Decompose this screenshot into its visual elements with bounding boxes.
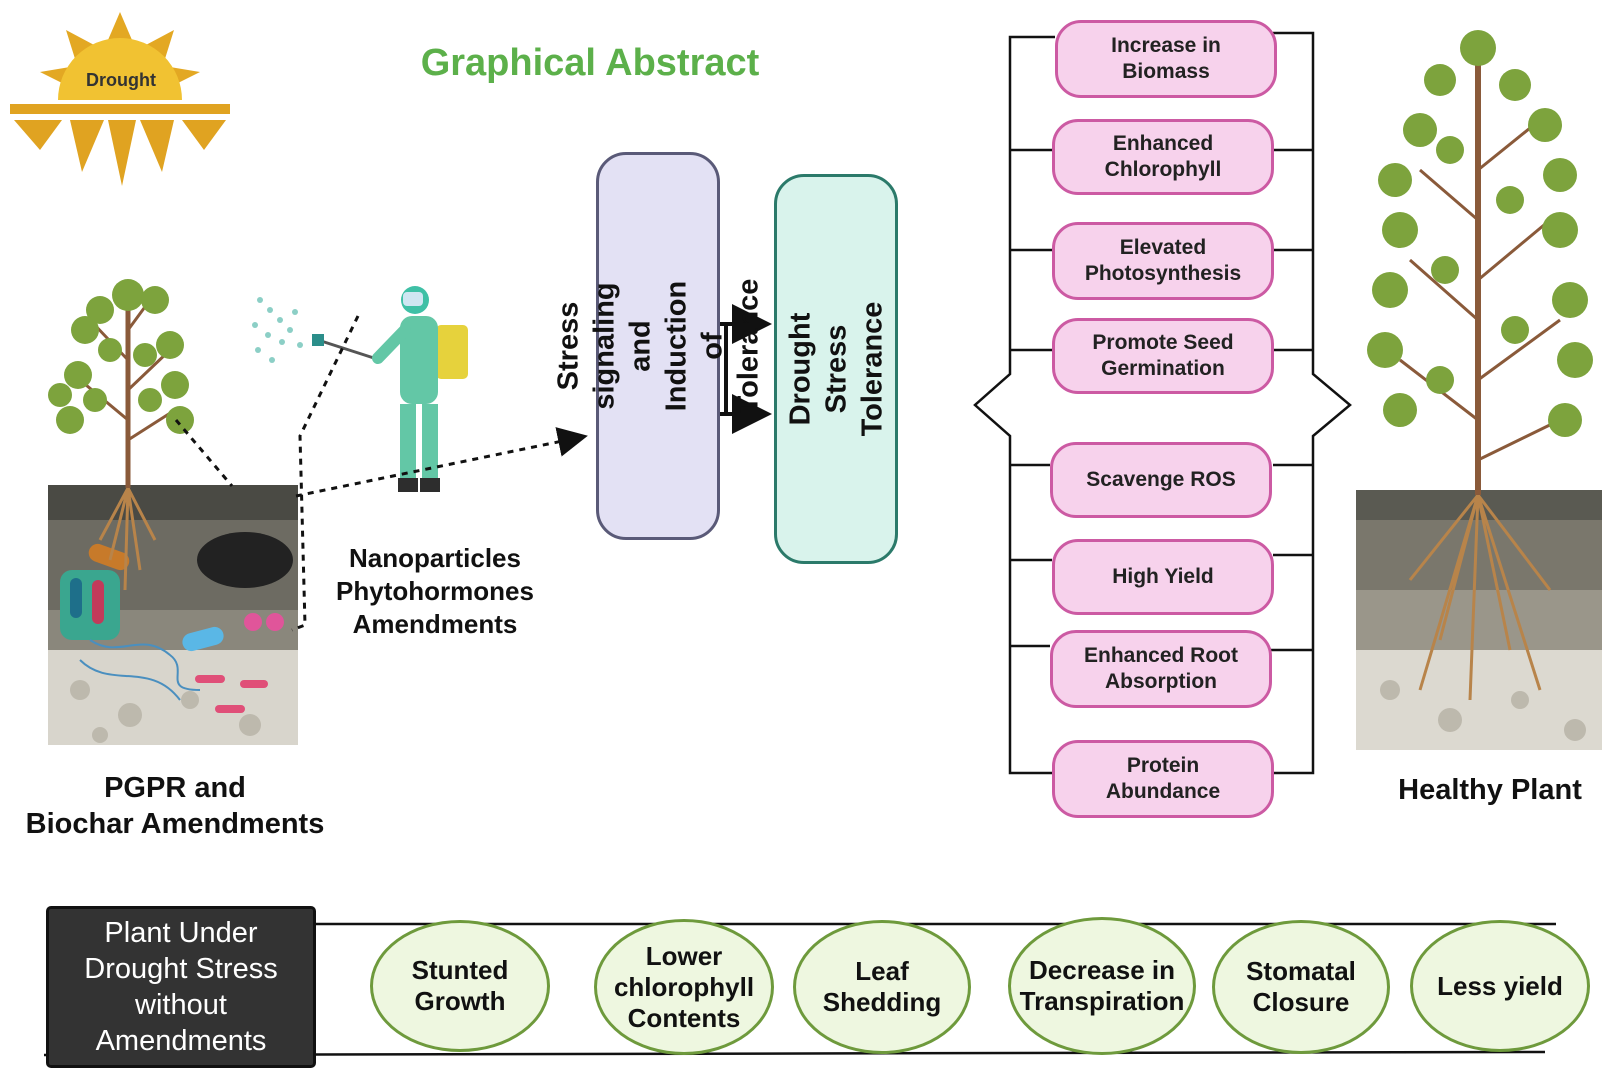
effect-ellipse: Stomatal Closure <box>1212 920 1390 1054</box>
dashed-connector <box>174 419 234 487</box>
small-tree-icon <box>48 279 194 488</box>
benefits-bracket <box>973 31 1352 775</box>
benefit-pill: Enhanced Root Absorption <box>1050 630 1272 708</box>
effect-ellipse: Less yield <box>1410 920 1590 1052</box>
page-title: Graphical Abstract <box>420 42 760 84</box>
stress-signaling-label: Stress signaling and Induction of Tolera… <box>552 278 764 414</box>
benefit-pill: Enhanced Chlorophyll <box>1052 119 1274 195</box>
spray-caption: Nanoparticles Phytohormones Amendments <box>336 543 534 639</box>
benefit-pill: Promote Seed Germination <box>1052 318 1274 394</box>
dashed-connector <box>291 315 360 632</box>
effect-ellipse: Lower chlorophyll Contents <box>594 919 774 1055</box>
benefit-pill: Increase in Biomass <box>1055 20 1277 98</box>
pgpr-caption: PGPR and Biochar Amendments <box>25 772 325 840</box>
left-soil-illustration <box>48 485 298 745</box>
drought-tolerance-label: Drought Stress Tolerance <box>784 301 889 437</box>
stress-signaling-box: Stress signaling and Induction of Tolera… <box>552 152 764 540</box>
benefit-pill: Scavenge ROS <box>1050 442 1272 518</box>
healthy-plant-caption: Healthy Plant <box>1398 774 1582 806</box>
drought-sun-icon <box>10 12 230 186</box>
stress-condition-box: Plant Under Drought Stress without Amend… <box>46 906 316 1068</box>
effect-ellipse: Leaf Shedding <box>793 920 971 1054</box>
effect-ellipse: Decrease in Transpiration <box>1008 917 1196 1055</box>
healthy-plant-illustration <box>1356 30 1602 750</box>
dashed-arrow <box>295 427 588 498</box>
drought-tolerance-box: Drought Stress Tolerance <box>774 174 898 564</box>
benefit-pill: Elevated Photosynthesis <box>1052 222 1274 300</box>
effect-ellipse: Stunted Growth <box>370 920 550 1052</box>
sun-label: Drought <box>86 70 156 90</box>
sprayer-person-icon <box>252 286 468 492</box>
benefit-pill: Protein Abundance <box>1052 740 1274 818</box>
benefit-pill: High Yield <box>1052 539 1274 615</box>
